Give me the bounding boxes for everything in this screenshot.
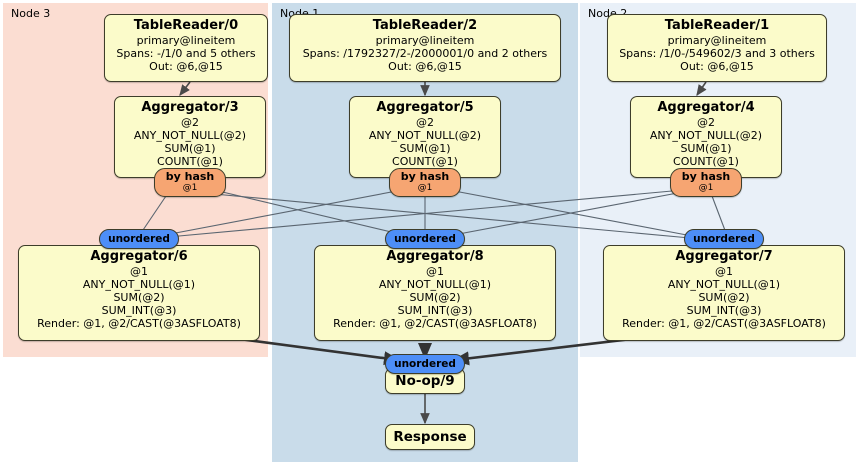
noop-title: No-op/9 <box>395 372 455 389</box>
table-reader-spans-1: Spans: /1/0-/549602/3 and 3 others <box>619 47 815 60</box>
aggregator-box-4[interactable]: Aggregator/4 @2 ANY_NOT_NULL(@2) SUM(@1)… <box>630 96 782 178</box>
node-panel-label-node3: Node 3 <box>11 7 51 20</box>
aggregator-title-7: Aggregator/7 <box>675 249 773 264</box>
aggregator-func1-4: ANY_NOT_NULL(@2) <box>649 129 763 142</box>
table-reader-source-0: primary@lineitem <box>136 34 236 47</box>
aggregator-box-8[interactable]: Aggregator/8 @1 ANY_NOT_NULL(@1) SUM(@2)… <box>314 245 556 341</box>
by-hash-badge-2[interactable]: by hash @1 <box>670 168 742 197</box>
aggregator-func3-7: SUM_INT(@3) <box>686 304 762 317</box>
aggregator-func2-6: SUM(@2) <box>113 291 165 304</box>
aggregator-group-8: @1 <box>426 265 444 278</box>
aggregator-render-8: Render: @1, @2/CAST(@3ASFLOAT8) <box>333 317 537 330</box>
by-hash-label-0: by hash <box>165 170 215 183</box>
aggregator-func2-8: SUM(@2) <box>409 291 461 304</box>
aggregator-group-5: @2 <box>416 116 434 129</box>
aggregator-title-5: Aggregator/5 <box>376 100 474 115</box>
aggregator-render-7: Render: @1, @2/CAST(@3ASFLOAT8) <box>622 317 826 330</box>
by-hash-column-2: @1 <box>698 183 714 193</box>
aggregator-func1-6: ANY_NOT_NULL(@1) <box>82 278 196 291</box>
aggregator-func3-5: COUNT(@1) <box>392 155 458 168</box>
table-reader-title-2: TableReader/2 <box>372 18 478 33</box>
aggregator-func3-3: COUNT(@1) <box>157 155 223 168</box>
response-title: Response <box>393 428 467 445</box>
unordered-label-1: unordered <box>394 233 456 245</box>
table-reader-out-1: Out: @6,@15 <box>680 60 754 73</box>
unordered-label-final: unordered <box>394 358 456 370</box>
unordered-label-0: unordered <box>108 233 170 245</box>
aggregator-title-8: Aggregator/8 <box>386 249 484 264</box>
table-reader-out-2: Out: @6,@15 <box>388 60 462 73</box>
by-hash-column-0: @1 <box>182 183 198 193</box>
aggregator-func1-3: ANY_NOT_NULL(@2) <box>133 129 247 142</box>
by-hash-label-1: by hash <box>400 170 450 183</box>
aggregator-func3-6: SUM_INT(@3) <box>101 304 177 317</box>
aggregator-box-5[interactable]: Aggregator/5 @2 ANY_NOT_NULL(@2) SUM(@1)… <box>349 96 501 178</box>
by-hash-badge-0[interactable]: by hash @1 <box>154 168 226 197</box>
aggregator-func2-4: SUM(@1) <box>680 142 732 155</box>
aggregator-box-7[interactable]: Aggregator/7 @1 ANY_NOT_NULL(@1) SUM(@2)… <box>603 245 845 341</box>
aggregator-title-6: Aggregator/6 <box>90 249 188 264</box>
aggregator-func2-7: SUM(@2) <box>698 291 750 304</box>
unordered-badge-2[interactable]: unordered <box>684 229 764 249</box>
aggregator-group-6: @1 <box>130 265 148 278</box>
aggregator-func1-7: ANY_NOT_NULL(@1) <box>667 278 781 291</box>
aggregator-func2-3: SUM(@1) <box>164 142 216 155</box>
aggregator-func3-8: SUM_INT(@3) <box>397 304 473 317</box>
aggregator-func1-8: ANY_NOT_NULL(@1) <box>378 278 492 291</box>
by-hash-column-1: @1 <box>417 183 433 193</box>
aggregator-title-4: Aggregator/4 <box>657 100 755 115</box>
unordered-label-2: unordered <box>693 233 755 245</box>
by-hash-badge-1[interactable]: by hash @1 <box>389 168 461 197</box>
aggregator-render-6: Render: @1, @2/CAST(@3ASFLOAT8) <box>37 317 241 330</box>
aggregator-title-3: Aggregator/3 <box>141 100 239 115</box>
aggregator-group-3: @2 <box>181 116 199 129</box>
table-reader-source-2: primary@lineitem <box>375 34 475 47</box>
aggregator-func2-5: SUM(@1) <box>399 142 451 155</box>
table-reader-source-1: primary@lineitem <box>667 34 767 47</box>
table-reader-title-1: TableReader/1 <box>664 18 770 33</box>
table-reader-box-2[interactable]: TableReader/2 primary@lineitem Spans: /1… <box>289 14 561 82</box>
aggregator-func1-5: ANY_NOT_NULL(@2) <box>368 129 482 142</box>
aggregator-group-4: @2 <box>697 116 715 129</box>
table-reader-spans-2: Spans: /1792327/2-/2000001/0 and 2 other… <box>302 47 548 60</box>
table-reader-out-0: Out: @6,@15 <box>149 60 223 73</box>
aggregator-box-6[interactable]: Aggregator/6 @1 ANY_NOT_NULL(@1) SUM(@2)… <box>18 245 260 341</box>
aggregator-group-7: @1 <box>715 265 733 278</box>
unordered-badge-0[interactable]: unordered <box>99 229 179 249</box>
table-reader-box-0[interactable]: TableReader/0 primary@lineitem Spans: -/… <box>104 14 268 82</box>
table-reader-title-0: TableReader/0 <box>133 18 239 33</box>
unordered-badge-1[interactable]: unordered <box>385 229 465 249</box>
by-hash-label-2: by hash <box>681 170 731 183</box>
table-reader-box-1[interactable]: TableReader/1 primary@lineitem Spans: /1… <box>607 14 827 82</box>
aggregator-box-3[interactable]: Aggregator/3 @2 ANY_NOT_NULL(@2) SUM(@1)… <box>114 96 266 178</box>
unordered-badge-final[interactable]: unordered <box>385 354 465 374</box>
aggregator-func3-4: COUNT(@1) <box>673 155 739 168</box>
response-box[interactable]: Response <box>385 424 475 450</box>
table-reader-spans-0: Spans: -/1/0 and 5 others <box>116 47 256 60</box>
